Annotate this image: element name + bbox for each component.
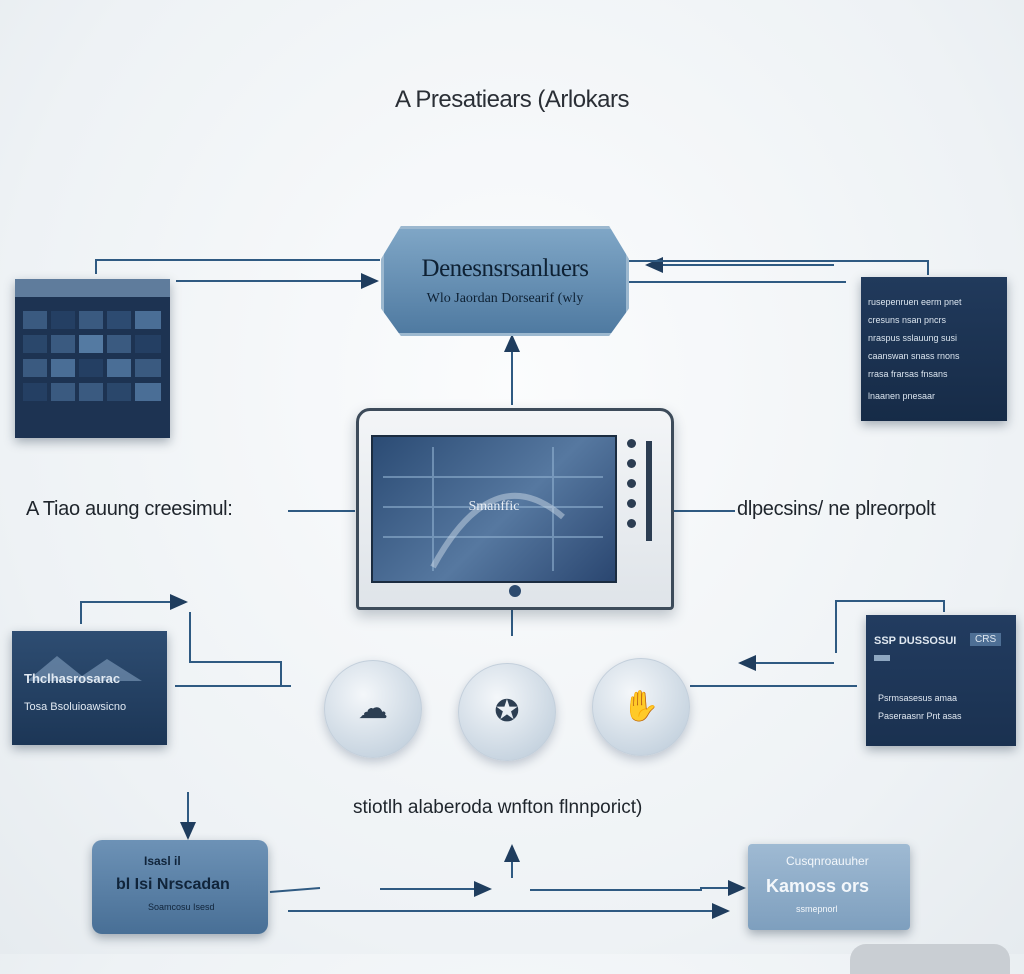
data-grid-panel[interactable] — [15, 279, 170, 438]
card-badge: CRS — [970, 633, 1002, 646]
screen-graphic-icon — [383, 447, 603, 571]
hand-icon: ✋ — [622, 690, 660, 723]
circle-node-3[interactable]: ✋ — [592, 658, 690, 756]
list-item: caanswan snass rnons — [868, 351, 960, 361]
list-item: nraspus sslauung susi — [868, 333, 958, 343]
card-line: Soamcosu Isesd — [148, 902, 215, 912]
divider — [874, 655, 890, 661]
card-line: Isasl il — [144, 854, 181, 868]
mountain-icon — [27, 656, 142, 681]
cloud-icon: ☁ — [358, 692, 388, 725]
bottom-left-card[interactable]: Isasl il bl Isi Nrscadan Soamcosu Isesd — [92, 840, 268, 934]
side-bar — [646, 441, 652, 541]
list-item: rusepenruen eerm pnet — [868, 297, 962, 307]
image-card-panel[interactable]: Thclhasrosarac Tosa Bsoluioawsicno — [12, 631, 167, 745]
left-label: A Tiao auung creesimul: — [26, 498, 233, 520]
card-line: bl Isi Nrscadan — [116, 876, 230, 893]
indicator-dot — [627, 519, 636, 528]
text-list-panel[interactable]: rusepenruen eerm pnet cresuns nsan pncrs… — [861, 277, 1007, 421]
card-line: Tosa Bsoluioawsicno — [24, 701, 127, 713]
list-item: lnaanen pnesaar — [868, 391, 936, 401]
central-hub-node[interactable]: Denesnsrsanluers Wlo Jaordan Dorsearif (… — [381, 226, 629, 336]
monitor-screen: Smanffic — [371, 435, 617, 583]
corner-overlay — [850, 944, 1010, 974]
card-header: SSP DUSSOSUI — [874, 635, 957, 647]
circle-node-1[interactable]: ☁ — [324, 660, 422, 758]
bottom-right-card[interactable]: Cusqnroauuher Kamoss ors ssmepnorl — [748, 844, 910, 930]
card-line: Cusqnroauuher — [786, 854, 869, 868]
central-monitor[interactable]: Smanffic — [356, 408, 674, 610]
screen-label: Smanffic — [468, 499, 520, 514]
list-item: rrasa frarsas fnsans — [868, 369, 948, 379]
grid-icon — [23, 311, 161, 401]
circle-node-2[interactable]: ✪ — [458, 663, 556, 761]
home-button[interactable] — [509, 585, 521, 597]
card-line: Psrmsasesus amaa — [878, 693, 958, 703]
card-line: Kamoss ors — [766, 876, 870, 896]
bottom-label: stiotlh alaberoda wnfton flnnporict) — [353, 797, 643, 818]
indicator-dot — [627, 499, 636, 508]
indicator-dot — [627, 439, 636, 448]
list-item: cresuns nsan pncrs — [868, 315, 947, 325]
indicator-dot — [627, 479, 636, 488]
diagram-title: A Presatiears (Arlokars — [395, 86, 629, 113]
hub-title: Denesnsrsanluers — [421, 255, 589, 282]
card-line: Paseraasnr Pnt asas — [878, 711, 962, 721]
connector-wires — [80, 257, 945, 919]
fish-icon: ✪ — [494, 695, 520, 728]
indicator-dot — [627, 459, 636, 468]
right-label: dlpecsins/ ne plreorpolt — [737, 498, 936, 520]
card-line: ssmepnorl — [796, 904, 838, 914]
info-card-panel[interactable]: SSP DUSSOSUI CRS Psrmsasesus amaa Pasera… — [866, 615, 1016, 746]
card-line: Thclhasrosarac — [24, 671, 121, 686]
hub-subtitle: Wlo Jaordan Dorsearif (wly — [426, 291, 584, 306]
